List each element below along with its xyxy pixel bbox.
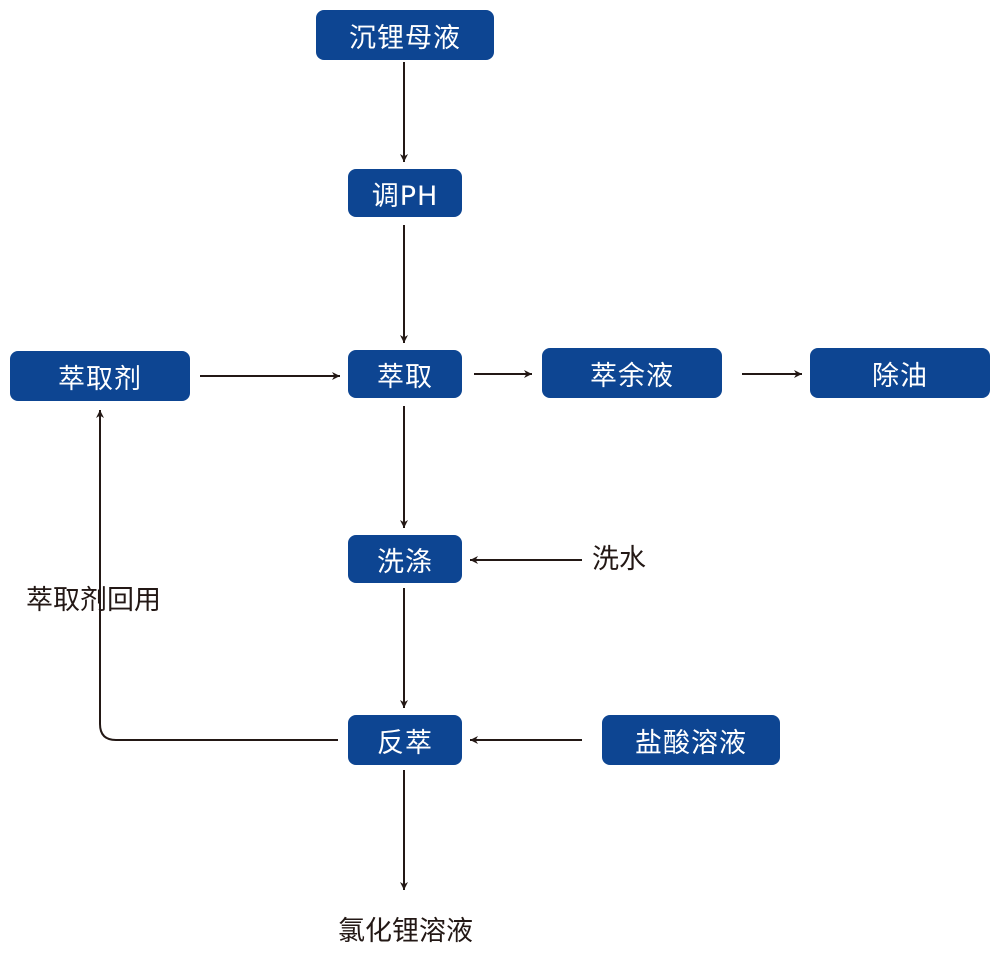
node-mother-liquor: 沉锂母液 <box>316 10 494 60</box>
node-washing-label: 洗涤 <box>377 546 433 578</box>
node-deoiling: 除油 <box>810 348 990 398</box>
label-licl-solution: 氯化锂溶液 <box>338 916 473 947</box>
node-deoiling-label: 除油 <box>872 360 928 392</box>
arrow-stripping-to-extractant-recycle <box>96 410 338 741</box>
node-extractant-label: 萃取剂 <box>58 363 142 395</box>
node-raffinate: 萃余液 <box>542 348 722 398</box>
node-mother-liquor-label: 沉锂母液 <box>349 22 461 54</box>
node-extraction-label: 萃取 <box>377 361 433 393</box>
node-stripping-label: 反萃 <box>377 727 433 759</box>
node-raffinate-label: 萃余液 <box>590 360 674 392</box>
node-extractant: 萃取剂 <box>10 351 190 401</box>
node-adjust-ph-label: 调PH <box>371 180 439 212</box>
node-adjust-ph: 调PH <box>348 169 462 217</box>
node-hcl-solution-label: 盐酸溶液 <box>635 727 747 759</box>
node-stripping: 反萃 <box>348 715 462 765</box>
node-washing: 洗涤 <box>348 535 462 583</box>
node-hcl-solution: 盐酸溶液 <box>602 715 780 765</box>
label-extractant-reuse: 萃取剂回用 <box>26 585 161 616</box>
node-extraction: 萃取 <box>348 350 462 398</box>
label-wash-water: 洗水 <box>592 544 646 575</box>
